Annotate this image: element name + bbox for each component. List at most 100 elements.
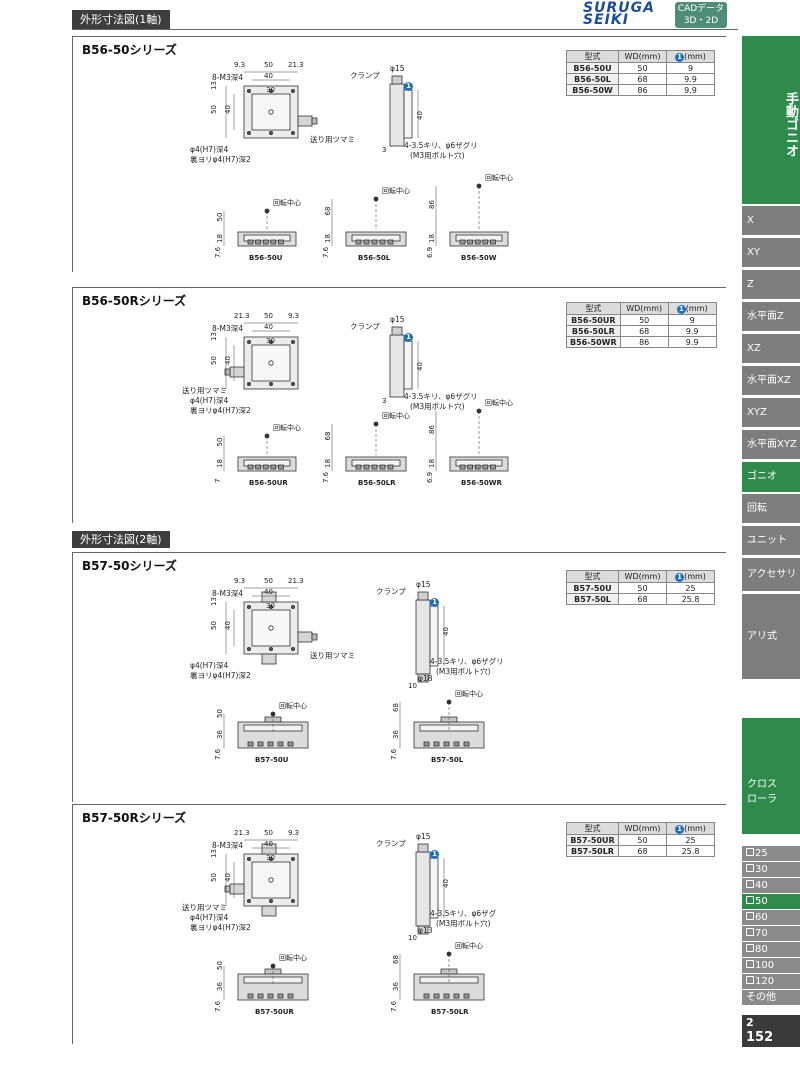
sidebar-item-9[interactable]: 回転 bbox=[742, 494, 800, 524]
height-dim-label: 50 bbox=[216, 438, 224, 447]
cad-data-badge[interactable]: CADデータ 3D・2D bbox=[675, 2, 727, 28]
sidebar-item-5[interactable]: 水平面XZ bbox=[742, 366, 800, 396]
size-item-6[interactable]: 80 bbox=[742, 942, 800, 958]
front-bolt bbox=[270, 239, 277, 245]
sidebar-item-8[interactable]: ゴニオ bbox=[742, 462, 800, 492]
front-bolt bbox=[257, 993, 264, 999]
size-item-3[interactable]: 50 bbox=[742, 894, 800, 910]
spec-cell: 50 bbox=[618, 582, 667, 594]
bolt-callout-1: 4-3.5キリ、φ6ザグリ bbox=[404, 141, 478, 150]
spec-cell: B57-50L bbox=[566, 593, 619, 605]
sidebar-item-2[interactable]: Z bbox=[742, 270, 800, 300]
sidebar-item-cross-roller[interactable]: クロス ローラ bbox=[742, 718, 800, 834]
spec-header-cell: 型式 bbox=[566, 570, 619, 583]
size-item-2[interactable]: 40 bbox=[742, 878, 800, 894]
height-dim-label: 68 bbox=[392, 955, 400, 964]
rotation-center-label: 回転中心 bbox=[455, 941, 483, 950]
dim-label-4: 40 bbox=[264, 72, 273, 80]
dim-label-side-40: 40 bbox=[442, 879, 450, 888]
size-item-8[interactable]: 120 bbox=[742, 974, 800, 990]
info-1-icon: 1 bbox=[404, 333, 413, 342]
section-title: B56-50Rシリーズ bbox=[82, 294, 187, 308]
base-dim-label: 36 bbox=[392, 730, 400, 739]
sidebar-item-10[interactable]: ユニット bbox=[742, 526, 800, 556]
sidebar-item-0[interactable]: X bbox=[742, 206, 800, 236]
offset-dim-label: 7.6 bbox=[322, 246, 330, 258]
sidebar-item-3[interactable]: 水平面Z bbox=[742, 302, 800, 332]
front-bolt bbox=[267, 993, 274, 999]
hole-callout-2: 裏ヨリφ4(H7)深2 bbox=[190, 671, 251, 680]
size-label: 120 bbox=[755, 976, 775, 987]
dim-label-13: 13 bbox=[210, 597, 218, 606]
front-bolt bbox=[482, 239, 489, 245]
rotation-center-icon bbox=[270, 963, 276, 969]
sidebar-item-1[interactable]: XY bbox=[742, 238, 800, 268]
sidebar-item-12[interactable]: アリ式 bbox=[742, 594, 800, 680]
sidebar-main-category[interactable]: 手動ゴニオ bbox=[742, 36, 800, 204]
screw-hole bbox=[291, 899, 296, 904]
size-label: 25 bbox=[755, 848, 768, 859]
screw-hole bbox=[269, 88, 274, 93]
clamp-part bbox=[391, 326, 403, 336]
dim-label-side: 50 bbox=[210, 621, 218, 630]
size-box-icon bbox=[746, 880, 754, 888]
sidebar-item-7[interactable]: 水平面XYZ bbox=[742, 430, 800, 460]
size-item-1[interactable]: 30 bbox=[742, 862, 800, 878]
front-bolt bbox=[474, 464, 481, 470]
phi-callout: φ15 bbox=[390, 315, 405, 324]
suruga-seiki-logo: SURUGA SEIKI bbox=[583, 1, 671, 27]
section-rule bbox=[72, 804, 726, 805]
spec-header-text: WD(mm) bbox=[624, 572, 661, 581]
front-bolt bbox=[453, 993, 460, 999]
offset-dim-label: 7.6 bbox=[322, 471, 330, 483]
size-box-icon bbox=[746, 912, 754, 920]
feed-knob-callout: 送り用ツマミ bbox=[182, 386, 227, 395]
stage-table bbox=[251, 93, 291, 131]
section-title: B57-50シリーズ bbox=[82, 559, 177, 573]
size-label: 60 bbox=[755, 912, 768, 923]
size-item-7[interactable]: 100 bbox=[742, 958, 800, 974]
front-bolt bbox=[474, 239, 481, 245]
spec-header-cell: 1(mm) bbox=[666, 822, 715, 835]
section-tag-2axis: 外形寸法図(2軸) bbox=[72, 531, 170, 548]
dim-label-small: 10 bbox=[408, 682, 417, 690]
rotation-center-label: 回転中心 bbox=[279, 701, 307, 710]
phi-callout: φ15 bbox=[390, 64, 405, 73]
height-dim-label: 50 bbox=[216, 961, 224, 970]
spec-cell: 68 bbox=[618, 845, 667, 857]
view-model-name: B57-50L bbox=[431, 756, 464, 764]
base-dim-label: 18 bbox=[324, 234, 332, 243]
rotation-center-icon bbox=[476, 183, 482, 189]
sidebar-item-6[interactable]: XYZ bbox=[742, 398, 800, 428]
front-bolt bbox=[255, 239, 261, 245]
size-item-0[interactable]: 25 bbox=[742, 846, 800, 862]
spec-header-cell: 1(mm) bbox=[667, 302, 717, 315]
size-item-9[interactable]: その他 bbox=[742, 990, 800, 1006]
sidebar-highlight-label: クロス ローラ bbox=[747, 779, 777, 805]
spec-header-text: WD(mm) bbox=[624, 52, 661, 61]
screw-hole bbox=[291, 604, 296, 609]
spec-header-text: (mm) bbox=[684, 51, 706, 61]
screw-callout: 8-M3深4 bbox=[212, 841, 243, 850]
sidebar-item-11[interactable]: アクセサリ bbox=[742, 558, 800, 592]
offset-dim-label: 7.6 bbox=[214, 1000, 222, 1012]
front-bolt bbox=[379, 239, 386, 245]
size-item-5[interactable]: 70 bbox=[742, 926, 800, 942]
sidebar-item-4[interactable]: XZ bbox=[742, 334, 800, 364]
height-dim-label: 68 bbox=[324, 207, 332, 216]
front-bolt bbox=[423, 993, 430, 999]
size-item-4[interactable]: 60 bbox=[742, 910, 800, 926]
rotation-center-label: 回転中心 bbox=[273, 423, 301, 432]
